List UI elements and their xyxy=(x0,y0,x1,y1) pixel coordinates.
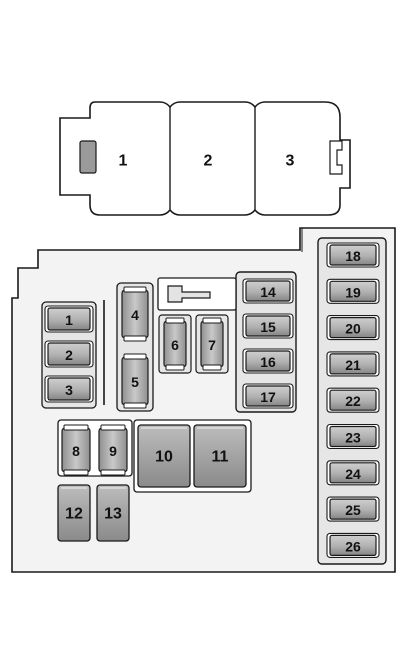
top-housing-outline xyxy=(59,101,351,216)
relay-9-label: 9 xyxy=(109,443,117,459)
fuse-5-bottom-cap xyxy=(123,402,147,409)
fuse-23[interactable]: 23 xyxy=(326,423,380,450)
relay-11-label: 11 xyxy=(212,449,229,466)
fuse-17-label: 17 xyxy=(260,389,276,405)
relay-11[interactable]: 11 xyxy=(193,424,247,488)
relay-12[interactable]: 12 xyxy=(57,484,91,542)
top-relay-1-label: 1 xyxy=(119,153,128,170)
fuse-7-label: 7 xyxy=(208,337,216,353)
fuse-22-body xyxy=(329,389,377,411)
fuse-23-label: 23 xyxy=(345,430,361,446)
fuse-3-label: 3 xyxy=(65,382,73,398)
fuse-23-body xyxy=(329,425,377,448)
fuse-2[interactable]: 2 xyxy=(44,340,94,368)
relay-9-bottom-cap xyxy=(100,469,126,476)
relay-10[interactable]: 10 xyxy=(137,424,191,488)
fuse-20-body xyxy=(329,317,377,339)
fuse-5[interactable]: 5 xyxy=(121,353,149,409)
fuse-25-label: 25 xyxy=(345,502,361,518)
relay-11-body xyxy=(193,424,247,488)
fuse-21[interactable]: 21 xyxy=(326,351,380,377)
fuse-4-top-cap xyxy=(123,286,147,293)
fuse-6-top-cap xyxy=(165,317,185,324)
fuse-25[interactable]: 25 xyxy=(326,496,380,522)
fuse-18-body xyxy=(329,244,377,266)
fuse-25-body xyxy=(329,498,377,520)
fuse-26-body xyxy=(329,534,377,557)
fuse-17[interactable]: 17 xyxy=(242,383,294,409)
fuse-6-bottom-cap xyxy=(165,364,185,371)
fuse-5-label: 5 xyxy=(131,374,139,390)
fuse-22-label: 22 xyxy=(345,393,361,409)
top-relay-2-label: 2 xyxy=(204,153,213,170)
fuse-14[interactable]: 14 xyxy=(242,278,294,304)
fuse-1-label: 1 xyxy=(65,312,73,328)
fuse-20-label: 20 xyxy=(345,321,361,337)
fuse-14-body xyxy=(245,280,291,302)
fuse-16-label: 16 xyxy=(260,354,276,370)
fuse-15[interactable]: 15 xyxy=(242,313,294,339)
relay-12-label: 12 xyxy=(65,506,83,523)
fuse-19[interactable]: 19 xyxy=(326,278,380,304)
relay-9-top-cap xyxy=(100,424,126,431)
fuse-21-body xyxy=(329,353,377,375)
top-relay-housing: 1 2 3 xyxy=(59,101,351,216)
fuse-16-body xyxy=(245,350,291,372)
relay-8-top-cap xyxy=(63,424,89,431)
fuse-22[interactable]: 22 xyxy=(326,387,380,413)
relay-8[interactable]: 8 xyxy=(61,424,91,476)
fuse-4[interactable]: 4 xyxy=(121,286,149,342)
connector-pin xyxy=(167,285,211,303)
fuse-26-label: 26 xyxy=(345,538,361,554)
fuse-20[interactable]: 20 xyxy=(326,315,380,341)
fuse-3-body xyxy=(47,377,91,401)
fuse-16[interactable]: 16 xyxy=(242,348,294,374)
fuse-18-label: 18 xyxy=(345,248,361,264)
fuse-4-label: 4 xyxy=(131,307,139,323)
relay-10-label: 10 xyxy=(155,449,173,466)
fuse-4-bottom-cap xyxy=(123,335,147,342)
fuse-24[interactable]: 24 xyxy=(326,460,380,486)
relay-13[interactable]: 13 xyxy=(96,484,130,542)
fuse-6-label: 6 xyxy=(171,337,179,353)
fuse-7-bottom-cap xyxy=(202,364,222,371)
fuse-17-body xyxy=(245,385,291,407)
fuse-19-label: 19 xyxy=(345,284,361,300)
fuse-26[interactable]: 26 xyxy=(326,532,380,558)
fuse-2-label: 2 xyxy=(65,347,73,363)
fuse-18[interactable]: 18 xyxy=(326,242,380,268)
fuse-24-body xyxy=(329,462,377,484)
fuse-2-body xyxy=(47,342,91,366)
center-column-housing xyxy=(235,271,297,413)
relay-13-body xyxy=(96,484,130,542)
fuse-19-body xyxy=(329,280,377,302)
relay-13-label: 13 xyxy=(104,506,122,523)
fuse-21-label: 21 xyxy=(345,357,361,373)
relay-12-body xyxy=(57,484,91,542)
fuse-5-top-cap xyxy=(123,353,147,360)
fuse-1-body xyxy=(47,307,91,331)
fuse-3[interactable]: 3 xyxy=(44,375,94,403)
relay-8-label: 8 xyxy=(72,443,80,459)
fuse-14-label: 14 xyxy=(260,284,276,300)
relay-8-bottom-cap xyxy=(63,469,89,476)
top-relay-3-label: 3 xyxy=(286,153,295,170)
fuse-15-body xyxy=(245,315,291,337)
fuse-6[interactable]: 6 xyxy=(163,317,187,371)
fuse-7[interactable]: 7 xyxy=(200,317,224,371)
fuse-1[interactable]: 1 xyxy=(44,305,94,333)
fuse-15-label: 15 xyxy=(260,319,276,335)
top-housing-right-latch xyxy=(329,140,343,175)
top-housing-left-latch xyxy=(79,140,97,174)
fuse-24-label: 24 xyxy=(345,466,361,482)
relay-9[interactable]: 9 xyxy=(98,424,128,476)
fuse-7-top-cap xyxy=(202,317,222,324)
relay-10-body xyxy=(137,424,191,488)
